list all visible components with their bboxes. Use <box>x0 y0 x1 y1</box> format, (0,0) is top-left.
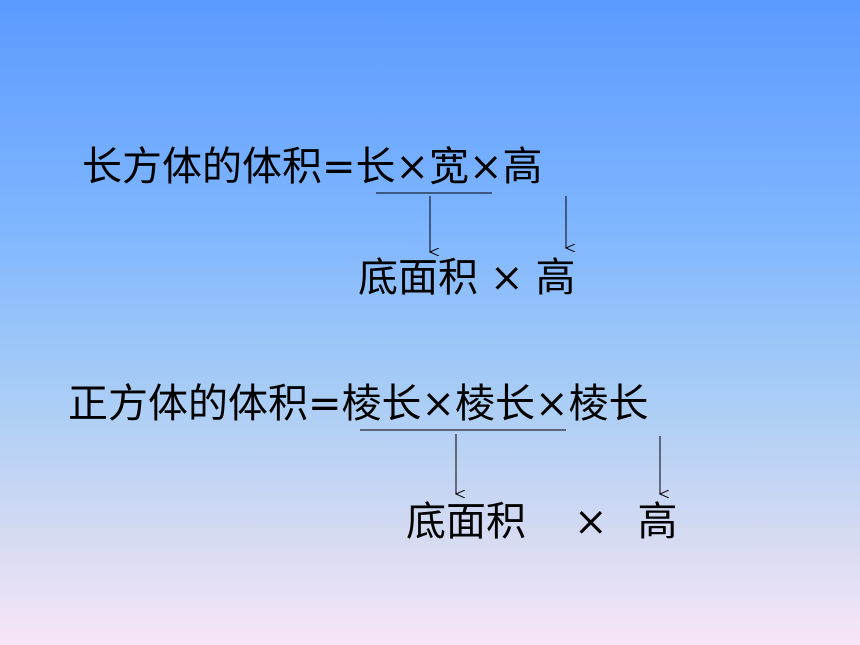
edge-length-term: 棱长 <box>341 381 422 427</box>
width-term: 宽 <box>429 144 470 190</box>
equals-sign: = <box>322 144 356 190</box>
base-area-term: 底面积 <box>358 255 478 301</box>
cuboid-volume-formula: 长方体的体积=长×宽×高 <box>82 143 543 191</box>
length-term: 长 <box>355 144 396 190</box>
edge-length-term: 棱长 <box>455 381 536 427</box>
cuboid-derived-formula: 底面积 ×高 <box>358 254 576 302</box>
height-term: 高 <box>535 255 576 301</box>
base-area-term: 底面积 <box>406 499 526 545</box>
equals-sign: = <box>308 381 342 427</box>
multiply-sign: × <box>490 255 524 301</box>
multiply-sign: × <box>395 144 430 190</box>
multiply-sign: × <box>535 381 569 427</box>
cube-volume-label: 正方体的体积 <box>68 381 308 427</box>
multiply-sign: × <box>469 144 503 190</box>
multiply-sign: × <box>421 381 456 427</box>
height-term: 高 <box>502 144 543 190</box>
cube-volume-formula: 正方体的体积=棱长×棱长×棱长 <box>68 380 649 428</box>
cuboid-volume-label: 长方体的体积 <box>82 144 322 190</box>
cube-derived-formula: 底面积 × 高 <box>406 498 678 546</box>
height-term: 高 <box>637 499 678 545</box>
edge-length-term: 棱长 <box>568 381 649 427</box>
multiply-sign: × <box>574 499 608 545</box>
